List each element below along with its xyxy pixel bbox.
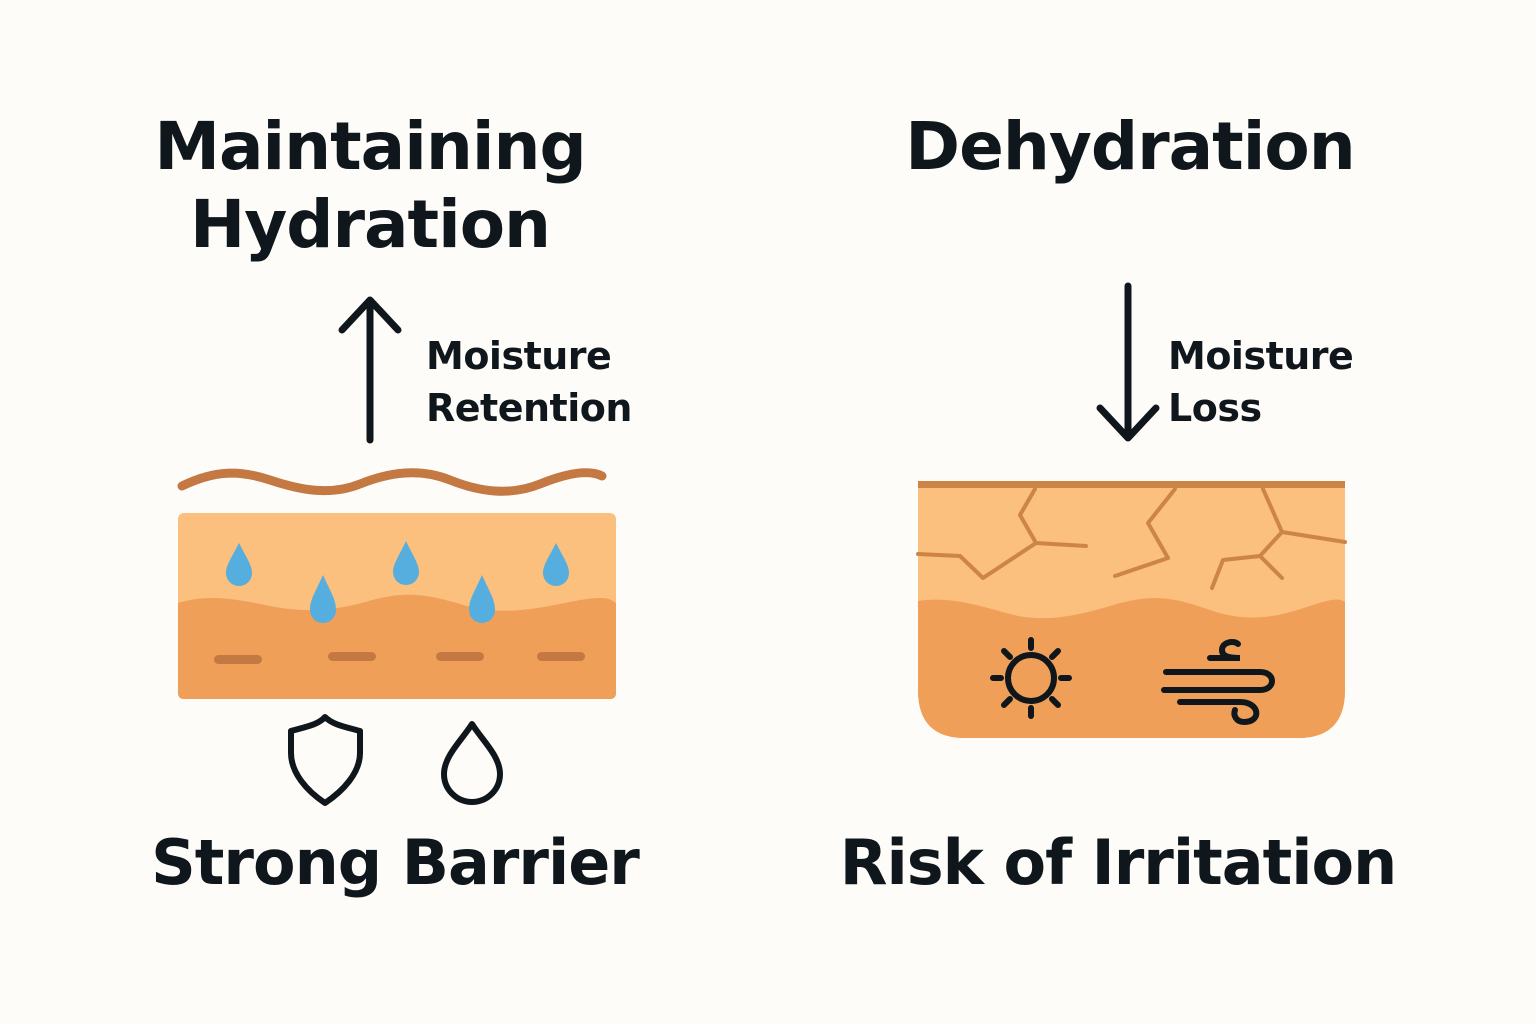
- label-line1: Moisture: [426, 334, 612, 378]
- shield-icon: [288, 714, 363, 806]
- label-line2: Retention: [426, 386, 632, 430]
- dehydrated-skin-illustration: [916, 481, 1347, 738]
- hydrated-skin-illustration: [177, 468, 616, 699]
- moisture-loss-label: Moisture Loss: [1168, 330, 1354, 434]
- label-line2: Loss: [1168, 386, 1262, 430]
- sun-icon: [990, 637, 1072, 719]
- arrow-down-icon: [1096, 282, 1160, 442]
- arrow-up-icon: [338, 296, 402, 444]
- water-droplets: [226, 541, 569, 623]
- moisture-retention-label: Moisture Retention: [426, 330, 632, 434]
- label-line1: Moisture: [1168, 334, 1354, 378]
- left-title: Maintaining Hydration: [120, 108, 620, 264]
- skin-cracks: [916, 487, 1347, 590]
- left-title-line1: Maintaining: [154, 108, 586, 185]
- risk-of-irritation-caption: Risk of Irritation: [839, 826, 1397, 899]
- strong-barrier-caption: Strong Barrier: [151, 826, 640, 899]
- right-title: Dehydration: [905, 108, 1355, 185]
- surface-wave: [177, 468, 607, 496]
- left-title-line2: Hydration: [189, 186, 551, 263]
- wind-icon: [1161, 639, 1275, 726]
- water-drop-icon: [441, 721, 503, 805]
